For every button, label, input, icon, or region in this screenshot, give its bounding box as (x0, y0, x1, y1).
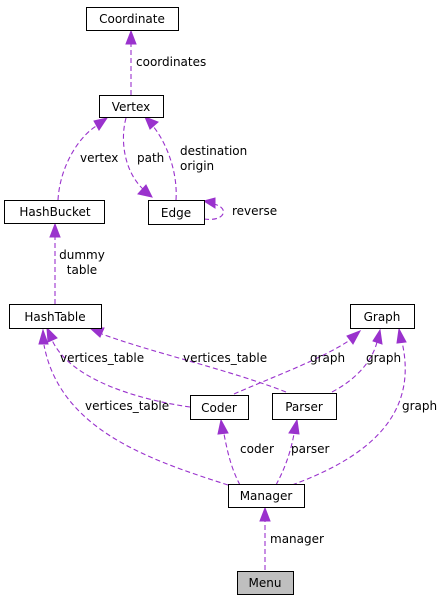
edge-label-reverse: reverse (232, 204, 277, 218)
edge-vertex (57, 117, 109, 201)
edge-graph-parser (331, 328, 383, 393)
node-menu[interactable]: Menu (237, 571, 294, 595)
edge-label-graph-manager: graph (402, 399, 437, 413)
node-coordinate-label: Coordinate (99, 12, 165, 26)
edge-destination-origin (144, 116, 177, 201)
edge-label-destination: destination (180, 144, 247, 158)
node-graph[interactable]: Graph (350, 304, 415, 329)
node-vertex[interactable]: Vertex (99, 95, 164, 118)
edge-label-table: table (67, 263, 97, 277)
node-coder[interactable]: Coder (190, 395, 249, 420)
edge-graph-manager (291, 327, 407, 486)
node-parser-label: Parser (285, 400, 323, 414)
edge-vertices-table-manager (38, 328, 229, 486)
node-manager-label: Manager (240, 489, 293, 503)
edge-label-vertex: vertex (80, 151, 118, 165)
edge-vertices-table-coder (46, 326, 191, 408)
edge-label-manager: manager (270, 532, 324, 546)
edge-label-path: path (137, 151, 164, 165)
edge-label-parser: parser (291, 442, 330, 456)
edge-reverse (202, 197, 224, 220)
edge-dummy-table (49, 222, 61, 304)
node-vertex-label: Vertex (112, 100, 151, 114)
node-coder-label: Coder (201, 401, 237, 415)
node-hashtable[interactable]: HashTable (9, 304, 102, 329)
edge-graph-coder (233, 330, 362, 395)
edge-label-graph-parser: graph (366, 351, 401, 365)
node-menu-label: Menu (249, 576, 282, 590)
node-hashbucket[interactable]: HashBucket (4, 200, 105, 224)
edge-label-graph-coder: graph (310, 351, 345, 365)
edge-label-origin: origin (180, 159, 214, 173)
edge-label-vertices-table-coder: vertices_table (60, 351, 144, 365)
edge-label-coordinates: coordinates (136, 55, 206, 69)
edge-label-vertices-table-parser: vertices_table (183, 351, 267, 365)
node-graph-label: Graph (364, 310, 401, 324)
node-hashtable-label: HashTable (24, 310, 85, 324)
node-edge[interactable]: Edge (148, 200, 205, 225)
edge-label-coder: coder (240, 442, 274, 456)
node-edge-label: Edge (161, 206, 191, 220)
edge-manager (259, 506, 271, 570)
node-hashbucket-label: HashBucket (19, 205, 91, 219)
edge-path (122, 117, 153, 198)
node-coordinate[interactable]: Coordinate (86, 7, 179, 31)
edge-label-dummy: dummy (59, 248, 105, 262)
edge-parser (275, 418, 300, 486)
edge-coder (217, 418, 241, 486)
node-parser[interactable]: Parser (272, 393, 337, 420)
edge-coordinates (125, 29, 137, 95)
node-manager[interactable]: Manager (228, 484, 305, 508)
edge-label-vertices-table-manager: vertices_table (85, 399, 169, 413)
